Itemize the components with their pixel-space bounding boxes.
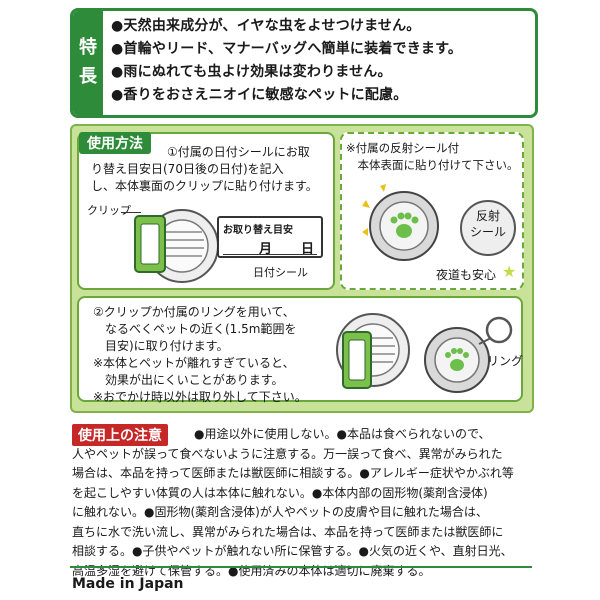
date-sticker: お取り替え目安 月 日 [217,216,323,258]
ring-label: リング [487,354,524,368]
step1-panel: 使用方法 ①付属の日付シールにお取 り替え目安日(70日後の日付)を記入 し、本… [77,132,335,290]
feature-item: ●天然由来成分が、イヤな虫をよせつけません。 [111,18,421,34]
caution-line: 相談する。●子供やペットが触れない所に保管する。●火気の近くや、直射日光、 [72,544,513,558]
feature-item: ●首輪やリード、マナーバッグへ簡単に装着できます。 [111,41,463,57]
feature-item: ●雨にぬれても虫よけ効果は変わりません。 [111,64,392,80]
device-with-ring-illustration [424,316,513,393]
clip-device-illustration [134,209,217,283]
caution-line: ●用途以外に使用しない。●本品は食べられないので、 [194,427,491,441]
device-with-clip-illustration [336,313,410,389]
features-tag: 特 長 [73,11,103,115]
date-sticker-month: 月 [259,242,273,257]
clip-label: クリップ [87,204,131,217]
caution-line: に触れない。●固形物(薬剤含浸体)が人やペットの皮膚や目に触れた場合は、 [72,505,488,519]
caution-body: ●用途以外に使用しない。●本品は食べられないので、 人やペットが誤って食べないよ… [72,425,532,581]
date-sticker-caption: 日付シール [253,266,308,279]
caution-line: を起こしやすい体質の人は本体に触れない。●本体内部の固形物(薬剤含浸体) [72,485,488,500]
night-safe-label: 夜道も安心 [436,268,497,282]
step2-panel: ②クリップか付属のリングを用いて、 なるべくペットの近く(1.5m範囲を 目安)… [77,296,524,404]
footer-divider [70,566,532,568]
caution-line: 直ちに水で洗い流し、異常がみられた場合は、本品を持って医師または獣医師に [72,524,504,539]
reflect-device-illustration [362,184,439,261]
features-list: ●天然由来成分が、イヤな虫をよせつけません。 ●首輪やリード、マナーバッグへ簡単… [103,11,470,115]
reflect-sticker-label: 反射 シール [470,209,507,239]
features-tag-char-1: 特 [79,37,97,59]
usage-title: 使用方法 [79,132,151,154]
date-sticker-day: 日 [301,242,315,257]
date-sticker-header: お取り替え目安 [223,225,293,236]
star-icon: ★ [502,262,517,281]
features-tag-char-2: 長 [79,66,97,87]
feature-item: ●香りをおさえニオイに敏感なペットに配慮。 [111,87,408,103]
features-box: 特 長 ●天然由来成分が、イヤな虫をよせつけません。 ●首輪やリード、マナーバッ… [70,8,538,118]
reflect-sticker-circle [460,200,516,256]
reflect-note: ※付属の反射シール付 本体表面に貼り付けて下さい。 [346,141,519,172]
made-in-label: Made in Japan [72,576,184,592]
usage-section: 使用方法 ①付属の日付シールにお取 り替え目安日(70日後の日付)を記入 し、本… [70,124,534,413]
step2-text: ②クリップか付属のリングを用いて、 なるべくペットの近く(1.5m範囲を 目安)… [93,305,307,404]
step1-text: ①付属の日付シールにお取 り替え目安日(70日後の日付)を記入 し、本体裏面のク… [91,145,318,193]
caution-tag: 使用上の注意 [72,424,168,446]
caution-line: 人やペットが誤って食べないように注意する。万一誤って食べ、異常がみられた [72,446,503,461]
reflect-panel: ※付属の反射シール付 本体表面に貼り付けて下さい。 反射 シール 夜道も安心 ★ [340,132,524,290]
caution-line: 場合は、本品を持って医師または獣医師に相談する。●アレルギー症状やかぶれ等 [72,466,514,480]
